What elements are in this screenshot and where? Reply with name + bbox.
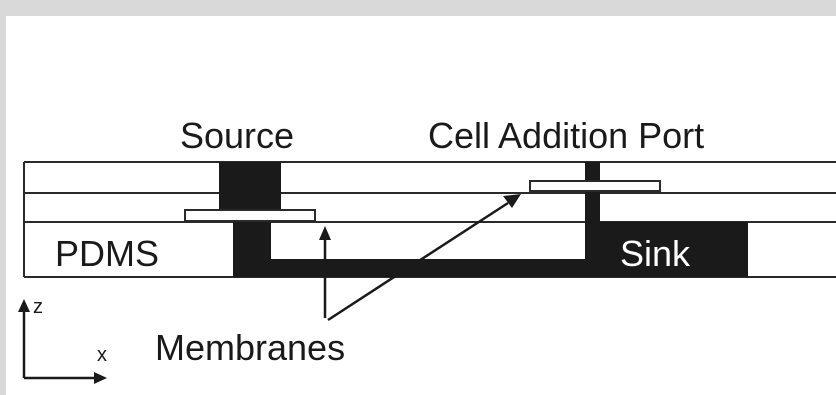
fluidic-channels (219, 162, 748, 277)
sink-reservoir (585, 222, 748, 277)
source-label: Source (180, 115, 294, 156)
diagram-frame (6, 16, 836, 395)
coordinate-axes (18, 299, 107, 384)
sink-label: Sink (620, 233, 691, 274)
source-reservoir (219, 162, 281, 210)
cell-addition-port-label: Cell Addition Port (428, 115, 704, 156)
axis-x-label: x (97, 344, 107, 366)
arrow-head-left (319, 226, 331, 240)
axis-z-arrowhead (18, 299, 30, 312)
arrow-line-right (327, 201, 509, 322)
axis-z-label: z (33, 296, 43, 318)
pdms-label: PDMS (55, 233, 159, 274)
arrow-head-right (503, 194, 521, 208)
membrane-arrows (319, 194, 521, 322)
membranes-label: Membranes (155, 327, 345, 368)
membrane-cell-port (529, 180, 661, 192)
membrane-source (184, 209, 316, 222)
membranes (184, 180, 661, 222)
connecting-channel (233, 259, 609, 277)
axis-x-arrowhead (94, 372, 107, 384)
